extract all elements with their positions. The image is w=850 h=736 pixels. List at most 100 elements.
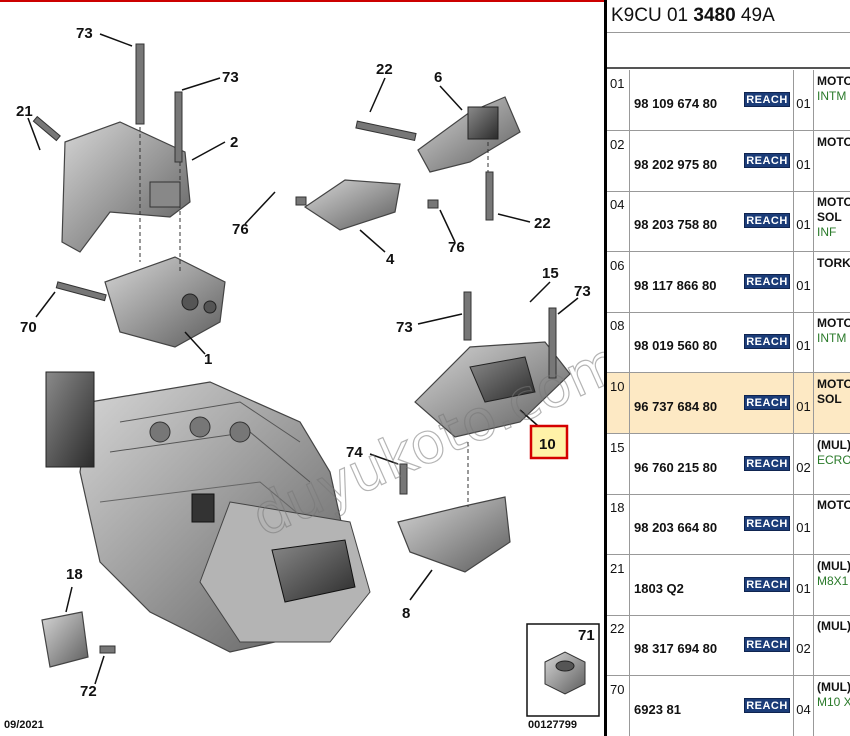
description-line-1: (MUL) — [817, 558, 850, 573]
row-description: MOTO — [815, 494, 850, 554]
row-index: 70 — [607, 676, 630, 736]
callout-73-top: 73 — [76, 25, 93, 42]
row-part-cell: 98 202 975 80 REACH — [630, 130, 794, 191]
callout-22-top: 22 — [376, 61, 393, 78]
reach-badge: REACH — [744, 455, 790, 471]
part-number: 98 117 866 80 — [634, 277, 717, 293]
callout-15: 15 — [542, 265, 559, 282]
description-line-1: MOTO — [817, 195, 850, 210]
description-line-1: (MUL) — [817, 680, 850, 694]
row-description: (MUL)ECRO — [815, 434, 850, 494]
row-quantity: 01 — [794, 554, 814, 615]
description-line-1: (MUL) — [817, 619, 850, 634]
torque-rod-part-6 — [417, 96, 521, 173]
callout-18: 18 — [66, 566, 83, 583]
part-number: 98 317 694 80 — [634, 641, 718, 657]
row-quantity: 01 — [794, 191, 814, 252]
header-code-prefix: K9CU 01 — [611, 5, 694, 26]
row-quantity: 01 — [794, 312, 814, 373]
description-line-1: MOTO — [817, 74, 850, 88]
row-quantity: 02 — [794, 433, 814, 494]
row-quantity: 01 — [794, 494, 814, 555]
row-index: 06 — [607, 251, 630, 312]
row-quantity: 01 — [794, 373, 814, 433]
row-description: MOTO — [815, 131, 850, 191]
callout-4: 4 — [386, 251, 395, 268]
description-line-1: MOTO — [817, 134, 850, 149]
reach-badge: REACH — [744, 637, 790, 653]
reach-badge: REACH — [744, 395, 790, 410]
row-part-cell: 98 317 694 80 REACH — [630, 615, 794, 676]
header-code-suffix: 49A — [735, 5, 775, 26]
reach-badge: REACH — [744, 516, 790, 532]
part-number: 98 109 674 80 — [634, 96, 718, 111]
row-part-cell: 98 203 664 80 REACH — [630, 494, 794, 555]
callout-2: 2 — [230, 134, 238, 151]
exploded-parts-diagram: 73 73 21 2 22 6 76 4 76 22 70 1 15 73 73… — [0, 0, 604, 731]
callout-76-right: 76 — [448, 239, 465, 256]
row-quantity: 01 — [794, 130, 814, 191]
header-code-bold: 3480 — [693, 5, 736, 26]
callout-72: 72 — [80, 683, 97, 700]
callout-6: 6 — [434, 69, 442, 86]
alignment-lines — [139, 127, 489, 507]
reach-badge: REACH — [744, 334, 790, 350]
callout-70: 70 — [20, 319, 37, 336]
row-part-cell: 98 019 560 80 REACH — [630, 312, 794, 373]
row-part-cell: 98 117 866 80 REACH — [630, 251, 794, 312]
engine-assembly — [45, 371, 371, 653]
engine-mount-part-1 — [104, 256, 226, 348]
row-index: 18 — [607, 494, 630, 555]
leader-lines — [27, 33, 579, 685]
part-number: 98 019 560 80 — [634, 338, 718, 354]
plate-part-18 — [41, 611, 89, 668]
reach-badge: REACH — [744, 698, 790, 713]
row-index: 22 — [607, 615, 630, 676]
row-part-cell: 6923 81 REACH — [630, 676, 794, 736]
reach-badge: REACH — [744, 152, 790, 168]
row-index: 15 — [607, 433, 630, 494]
reach-badge: REACH — [744, 213, 790, 229]
description-line-2: SOL — [817, 392, 842, 406]
callout-labels: 73 73 21 2 22 6 76 4 76 22 70 1 15 73 73… — [16, 25, 591, 700]
description-line-2: INTM — [817, 331, 847, 346]
diagram-canvas: 73 73 21 2 22 6 76 4 76 22 70 1 15 73 73… — [4, 25, 604, 731]
row-part-cell: 96 760 215 80 REACH — [630, 433, 794, 494]
callout-21: 21 — [16, 103, 33, 120]
row-index: 02 — [607, 130, 630, 191]
part-number: 98 202 975 80 — [634, 156, 718, 172]
part-number: 96 760 215 80 — [634, 459, 718, 475]
reach-badge: REACH — [744, 273, 790, 289]
callout-71: 71 — [578, 627, 595, 644]
description-line-2: ECRO — [817, 452, 850, 467]
description-line-2: SOL — [817, 210, 842, 225]
callout-10-highlight-box — [529, 424, 569, 460]
part-number: 6923 81 — [634, 702, 681, 717]
callout-73-edge: 73 — [574, 283, 591, 300]
part-number: 98 203 664 80 — [634, 520, 718, 536]
description-line-1: (MUL) — [817, 437, 850, 452]
row-index: 01 — [607, 70, 630, 130]
reach-badge: REACH — [744, 92, 790, 107]
row-description: (MUL) — [815, 615, 850, 675]
callout-10: 10 — [539, 436, 556, 453]
part-number: 1803 Q2 — [634, 580, 684, 596]
part-number: 96 737 684 80 — [634, 399, 718, 414]
